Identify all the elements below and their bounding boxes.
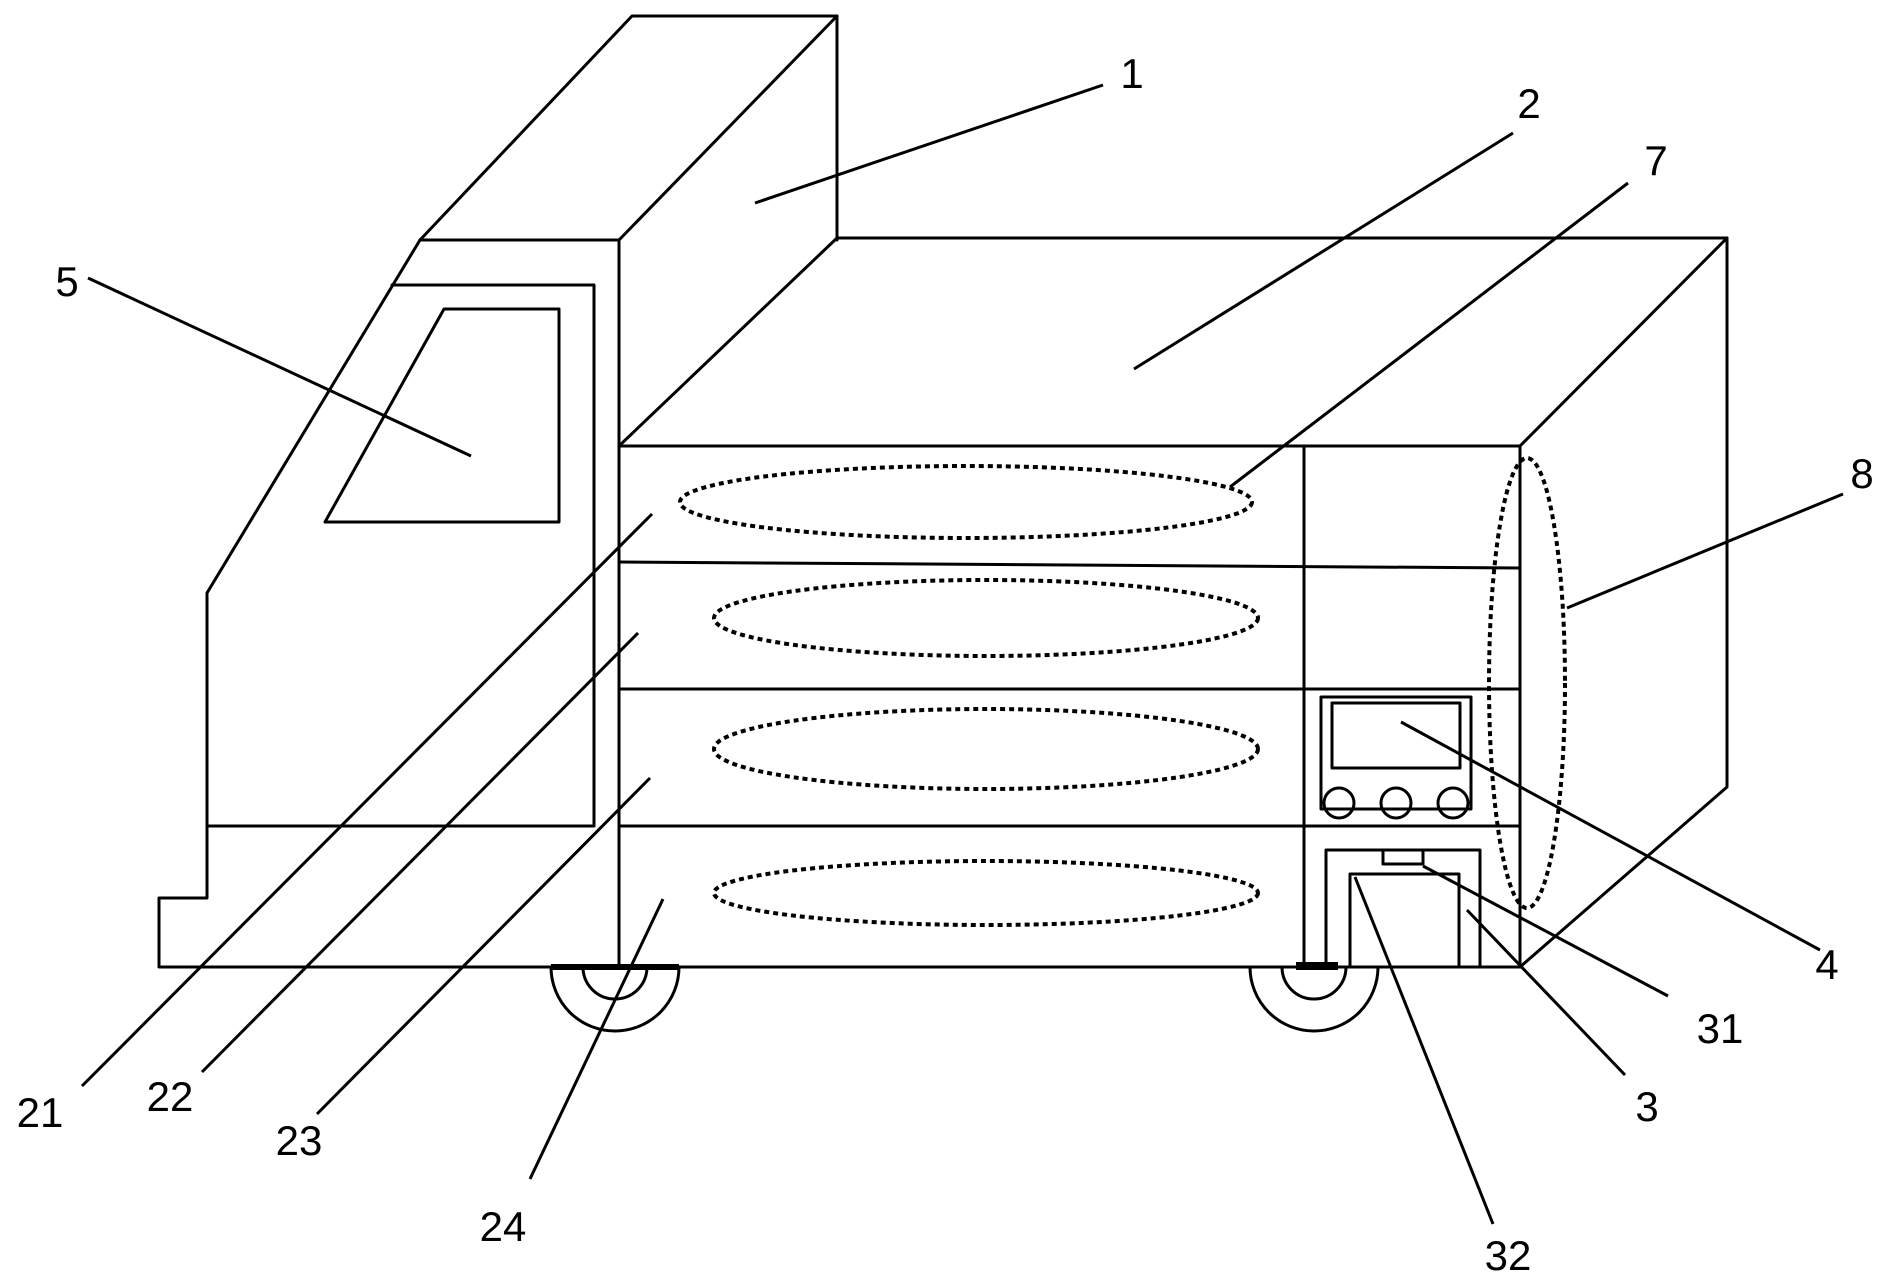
label-8: 8 — [1850, 450, 1873, 497]
label-1: 1 — [1120, 50, 1143, 97]
label-24: 24 — [480, 1203, 527, 1250]
leader-lines — [80, 83, 1844, 1225]
label-7: 7 — [1644, 137, 1667, 184]
end-ellipse — [1487, 456, 1567, 910]
label-21: 21 — [17, 1089, 64, 1136]
reference-labels: 1 2 7 5 8 4 31 3 21 22 23 24 32 — [17, 50, 1874, 1279]
control-panel — [1319, 695, 1473, 820]
knob-3 — [1436, 786, 1470, 820]
label-23: 23 — [276, 1117, 323, 1164]
wheels — [549, 962, 1380, 1033]
display-screen — [1330, 701, 1462, 770]
front-wheel — [549, 965, 681, 1033]
dashed-elements — [678, 456, 1567, 927]
label-32: 32 — [1485, 1232, 1532, 1279]
knob-2 — [1379, 786, 1413, 820]
label-31: 31 — [1697, 1005, 1744, 1052]
rear-wheel — [1248, 965, 1380, 1033]
roof-top-box — [418, 14, 839, 242]
compartment-ellipse-3 — [712, 707, 1260, 791]
door-unit — [1324, 848, 1482, 969]
compartment-ellipse-1 — [678, 464, 1254, 540]
label-22: 22 — [147, 1073, 194, 1120]
divider-1 — [617, 560, 1522, 570]
cab — [157, 238, 1522, 969]
cargo-box — [617, 236, 1729, 969]
label-5: 5 — [55, 258, 78, 305]
compartment-ellipse-4 — [712, 859, 1260, 927]
label-3: 3 — [1635, 1083, 1658, 1130]
knob-1 — [1322, 786, 1356, 820]
label-2: 2 — [1517, 80, 1540, 127]
label-4: 4 — [1815, 941, 1838, 988]
latch — [1381, 848, 1425, 866]
compartment-ellipse-2 — [712, 578, 1260, 658]
cab-window — [323, 307, 561, 524]
